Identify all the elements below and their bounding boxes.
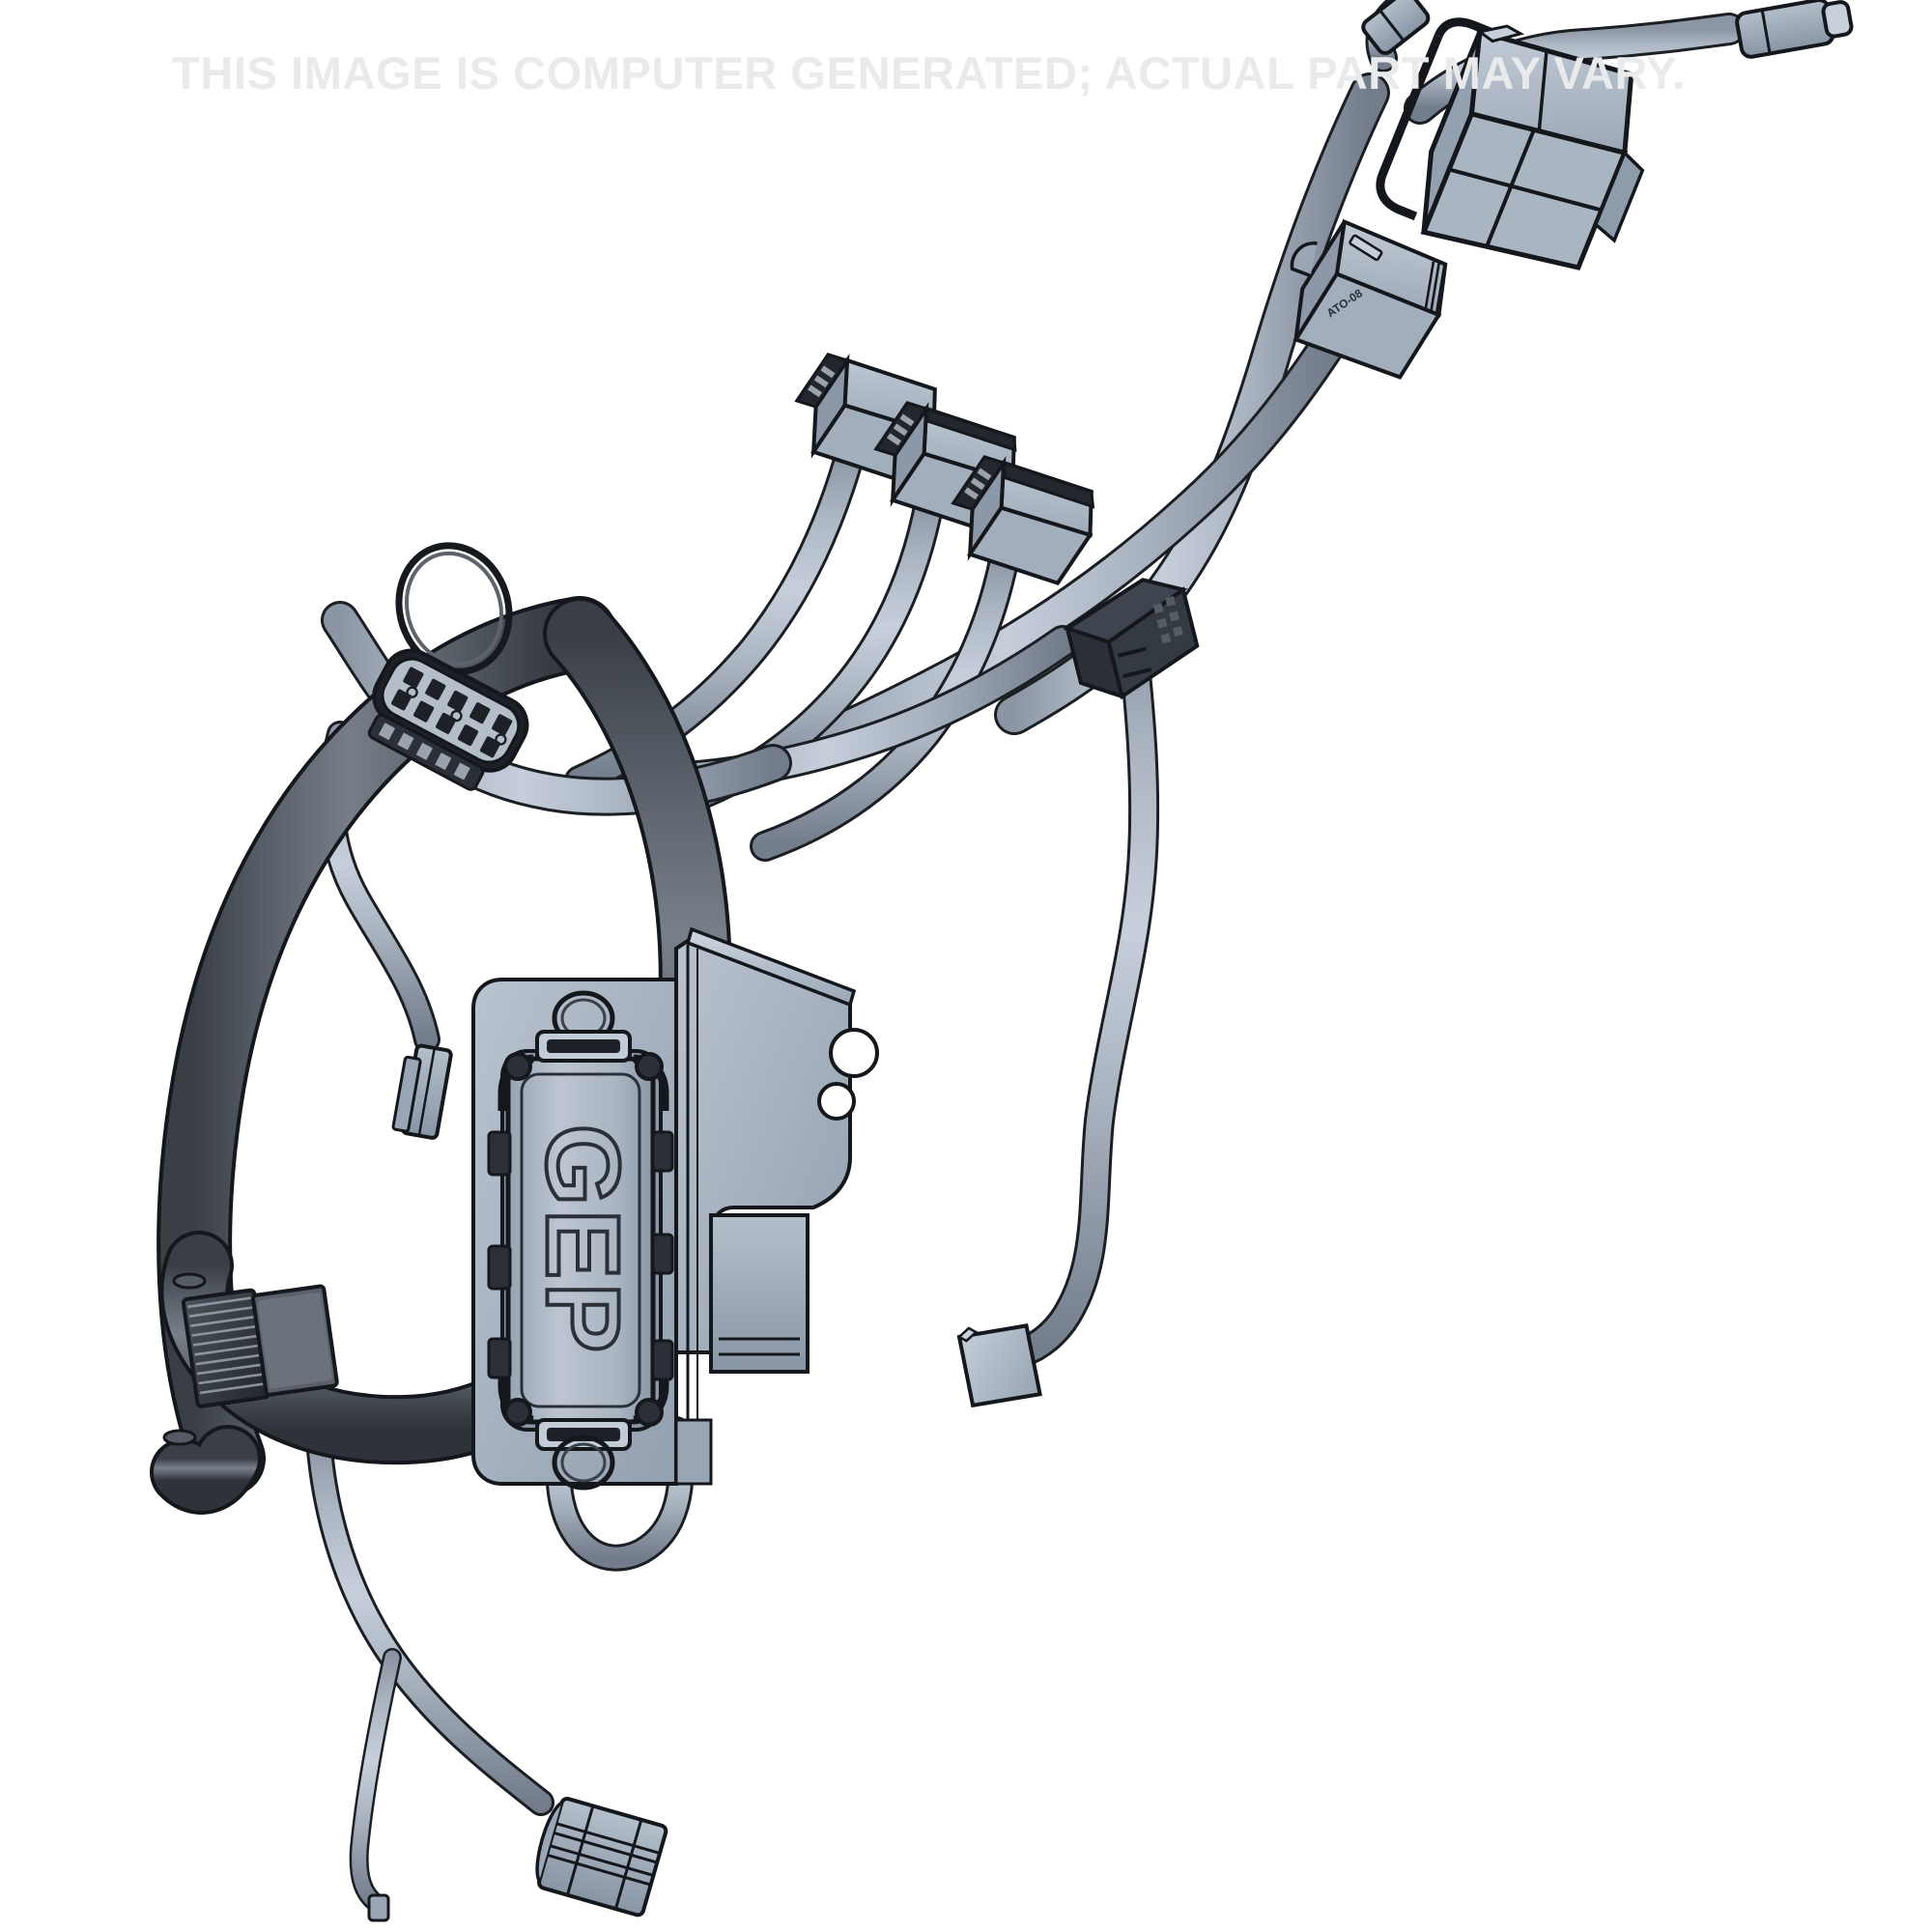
bracket-hole-lower xyxy=(817,1082,856,1121)
module-side-clips xyxy=(487,1130,674,1381)
module-latch-bottom xyxy=(497,1370,669,1491)
relay-block xyxy=(709,1213,810,1374)
harness-cable-group xyxy=(305,0,1746,1915)
connector-inline-small xyxy=(391,1043,453,1140)
cable-free-end-run xyxy=(993,603,1160,1372)
cable-marked-connector-run xyxy=(754,322,1350,780)
gep-logo: GEP xyxy=(524,1122,644,1358)
connector-12way-gray xyxy=(367,648,529,791)
grommet-boot xyxy=(162,1272,339,1446)
gep-logo-text: GEP xyxy=(526,1124,642,1356)
connector-main-block xyxy=(1376,17,1645,270)
module-latch-top xyxy=(497,990,669,1111)
connector-marked-gray: ATO-08 xyxy=(1290,218,1448,380)
cable-bottom-tail xyxy=(305,1426,554,1915)
bracket-hole-upper xyxy=(829,1028,879,1078)
cable-ferrule xyxy=(1361,0,1431,56)
connector-blade-3 xyxy=(951,455,1095,586)
gep-control-module: GEP xyxy=(487,990,674,1491)
connector-free-end xyxy=(956,1323,1042,1408)
connector-ribbed-cylinder xyxy=(535,1797,668,1918)
cable-end-cap xyxy=(1735,0,1854,59)
connector-black-inline xyxy=(1063,578,1200,700)
wire-tip-terminal xyxy=(367,1893,390,1922)
